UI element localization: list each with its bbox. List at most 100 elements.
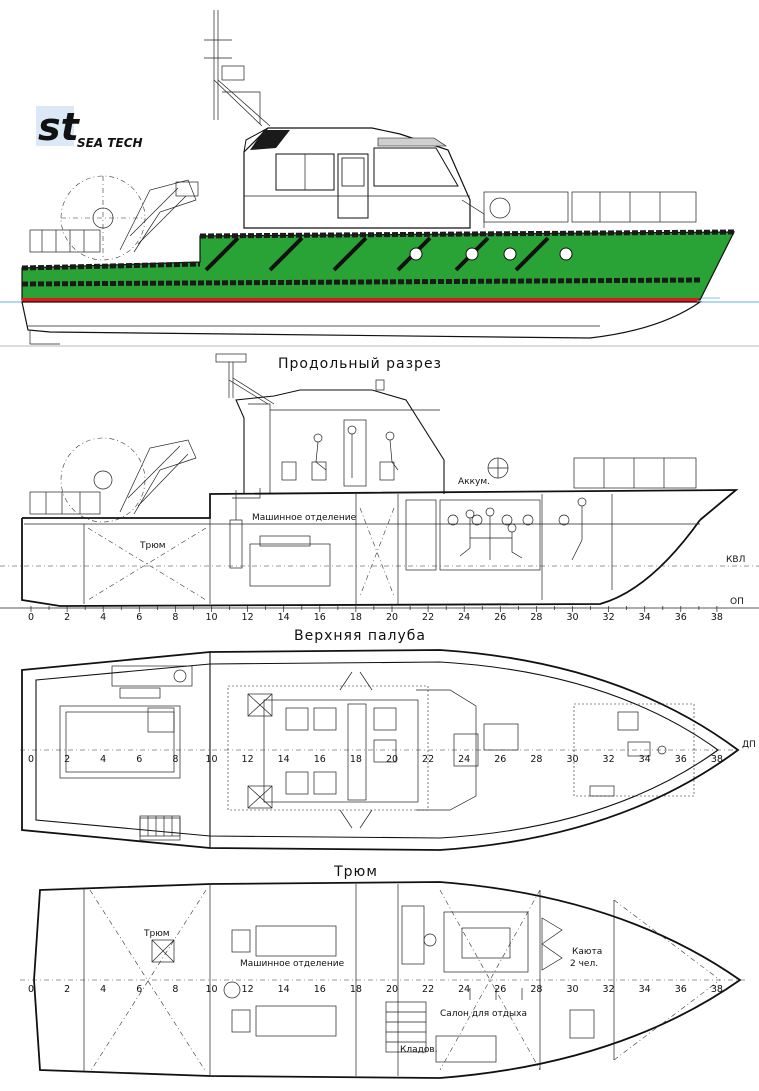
logo-text: SEA TECH: [77, 136, 143, 150]
hold-frame-28: 28: [530, 984, 542, 995]
hold-plan-outline: [33, 881, 742, 1079]
waterline-red-stripe: [22, 298, 700, 302]
hold-frame-2: 2: [64, 984, 70, 995]
upper-frame-0: 0: [28, 754, 34, 765]
upper-frame-22: 22: [422, 754, 434, 765]
hold-frame-32: 32: [603, 984, 615, 995]
hold-frame-24: 24: [458, 984, 470, 995]
hold-frame-6: 6: [136, 984, 142, 995]
section-frame-26: 26: [494, 612, 506, 623]
section-engine: [229, 488, 331, 587]
aft-reel: [60, 175, 146, 261]
section-frame-36: 36: [675, 612, 687, 623]
hold-frame-20: 20: [386, 984, 398, 995]
section-frame-2: 2: [64, 612, 70, 623]
upper-frame-6: 6: [136, 754, 142, 765]
section-hull-bottom: [21, 518, 701, 607]
section-frame-28: 28: [530, 612, 542, 623]
saloon-label: Салон для отдыха: [440, 1009, 527, 1019]
upper-deck-plan: Верхняя палуба ДП: [20, 628, 756, 851]
fore-rail: [483, 191, 697, 223]
life-rafts: [139, 815, 181, 837]
upper-frame-32: 32: [603, 754, 615, 765]
hold-bulkheads: [83, 884, 615, 1076]
upper-frame-24: 24: [458, 754, 470, 765]
section-frame-22: 22: [422, 612, 434, 623]
upper-frame-12: 12: [242, 754, 254, 765]
mast: [204, 10, 271, 127]
upper-frame-30: 30: [566, 754, 578, 765]
section-frame-30: 30: [566, 612, 578, 623]
hold-hatch-plan: [151, 939, 175, 963]
hold-frame-0: 0: [28, 984, 34, 995]
engine-room-label: Машинное отделение: [252, 513, 357, 523]
hold-frame-26: 26: [494, 984, 506, 995]
section-frame-ticks: [30, 606, 718, 612]
wheelhouse-plan: [227, 671, 519, 829]
twin-engines-plan: [223, 925, 337, 1037]
hold-plan-title: Трюм: [333, 864, 378, 880]
section-frame-14: 14: [278, 612, 290, 623]
section-frame-12: 12: [242, 612, 254, 623]
section-mast: [215, 353, 385, 405]
hold-frame-36: 36: [675, 984, 687, 995]
section-frame-16: 16: [314, 612, 326, 623]
upper-deck-outline: [21, 649, 740, 851]
cabin-label-line1: Каюта: [572, 947, 602, 957]
upper-frame-38: 38: [711, 754, 723, 765]
logo-mark: st: [38, 105, 81, 149]
wheelhouse-crew: [281, 425, 399, 481]
crane-plan: [111, 665, 193, 699]
hold-label-plan: Трюм: [143, 929, 170, 939]
section-frame-0: 0: [28, 612, 34, 623]
fenders: [21, 229, 737, 287]
waterline-label: КВЛ: [726, 555, 745, 565]
section-frame-32: 32: [603, 612, 615, 623]
saloon-plan: [385, 905, 529, 1063]
section-frame-38: 38: [711, 612, 723, 623]
upper-frame-36: 36: [675, 754, 687, 765]
sea-tech-logo: st SEA TECH: [36, 105, 143, 150]
section-saloon: [405, 497, 587, 571]
hold-label-section: Трюм: [139, 541, 166, 551]
visor-dark: [250, 130, 290, 150]
store-label: Кладов.: [400, 1045, 438, 1055]
hold-x-plan: [89, 889, 721, 1073]
section-title: Продольный разрез: [278, 356, 442, 372]
hold-frame-38: 38: [711, 984, 723, 995]
underwater-hull: [21, 301, 702, 339]
upper-frame-20: 20: [386, 754, 398, 765]
upper-frame-2: 2: [64, 754, 70, 765]
hold-frame-10: 10: [205, 984, 217, 995]
section-frame-6: 6: [136, 612, 142, 623]
portholes-side: [409, 247, 573, 261]
section-fore-rail: [487, 457, 697, 489]
wheelhouse: [243, 127, 485, 229]
hold-frame-22: 22: [422, 984, 434, 995]
logo-backdrop: [36, 106, 74, 146]
hold-frame-12: 12: [242, 984, 254, 995]
upper-centerline-label: ДП: [742, 740, 756, 750]
aft-crane: [119, 179, 199, 253]
hold-frame-30: 30: [566, 984, 578, 995]
upper-frame-28: 28: [530, 754, 542, 765]
section-frame-4: 4: [100, 612, 106, 623]
section-frame-20: 20: [386, 612, 398, 623]
batteries-label: Аккум.: [458, 477, 490, 487]
upper-frame-14: 14: [278, 754, 290, 765]
aft-locker: [139, 817, 181, 841]
hold-frame-34: 34: [639, 984, 651, 995]
hold-engine-room-label: Машинное отделение: [240, 959, 345, 969]
cabin-plan: [541, 917, 595, 1039]
hold-frame-14: 14: [278, 984, 290, 995]
upper-frame-26: 26: [494, 754, 506, 765]
section-frame-24: 24: [458, 612, 470, 623]
hold-frame-4: 4: [100, 984, 106, 995]
upper-frame-34: 34: [639, 754, 651, 765]
hold-plan: Трюм Трюм Машинное отдел: [20, 864, 745, 1079]
section-frame-10: 10: [205, 612, 217, 623]
